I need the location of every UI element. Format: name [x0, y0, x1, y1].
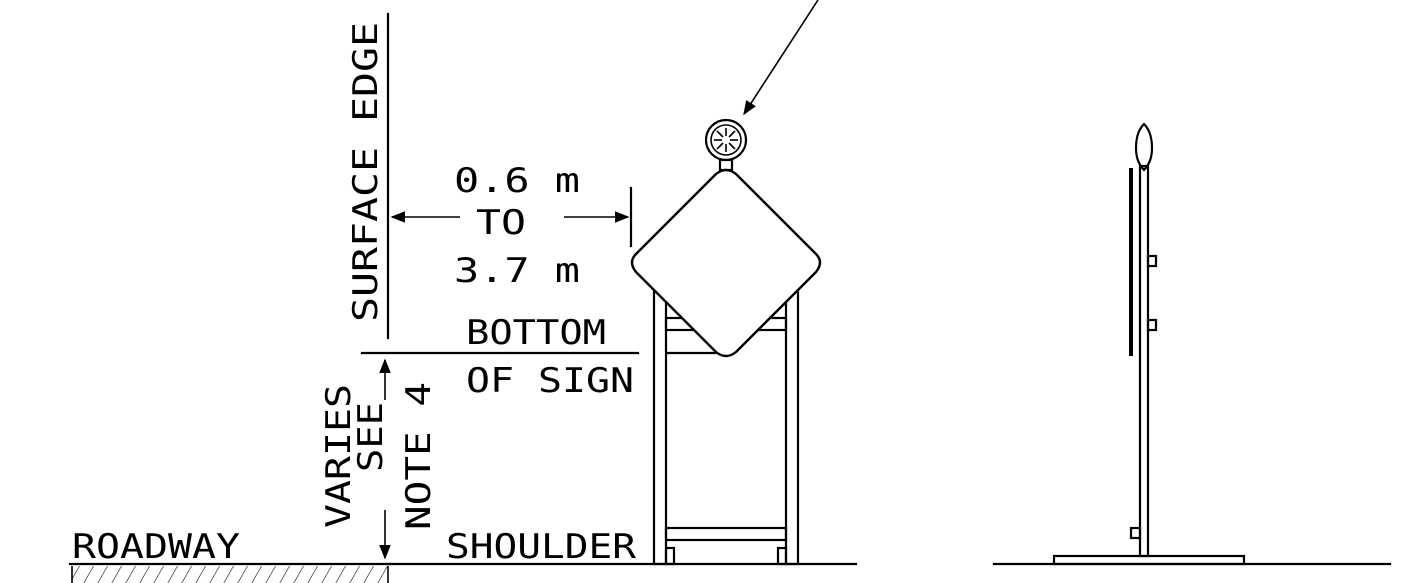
note-4-label: NOTE 4	[399, 382, 439, 530]
roadway-label: ROADWAY	[72, 527, 240, 567]
surface-edge-label: SURFACE EDGE	[346, 22, 386, 322]
offset-distance-max: 3.7 m	[454, 251, 580, 291]
see-label: SEE	[351, 402, 391, 472]
shoulder-label: SHOULDER	[446, 527, 637, 567]
light-leader-arrow	[743, 0, 819, 116]
lower-brace	[664, 526, 788, 542]
side-base-plate	[1052, 554, 1246, 566]
warning-light-icon	[704, 118, 748, 162]
varies-label: VARIES	[319, 384, 359, 528]
of-sign-label: OF SIGN	[466, 361, 634, 401]
bottom-label: BOTTOM	[466, 313, 606, 353]
sign-post-right	[784, 282, 800, 566]
offset-distance-to: TO	[476, 203, 526, 243]
offset-distance-min: 0.6 m	[454, 161, 580, 201]
side-post	[1138, 164, 1150, 558]
foot-left	[664, 546, 676, 566]
sign-front-view	[630, 0, 822, 566]
side-bracket-1	[1146, 254, 1158, 268]
side-bracket-3	[1129, 526, 1142, 540]
sign-post-left	[652, 282, 668, 566]
sign-side-view	[992, 122, 1392, 566]
side-bracket-2	[1146, 318, 1158, 332]
roadway-surface	[68, 562, 392, 583]
side-warning-light-icon	[1134, 122, 1154, 172]
diamond-sign-panel	[630, 168, 822, 358]
foot-right	[776, 546, 788, 566]
light-mount	[718, 158, 734, 172]
